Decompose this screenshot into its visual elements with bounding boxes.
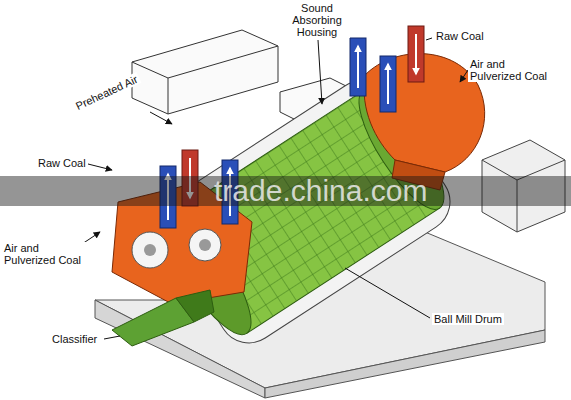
part-label: Sound Absorbing Housing: [284, 2, 350, 38]
watermark: trade.china.com: [214, 175, 427, 207]
part-label: Air and Pulverized Coal: [2, 242, 92, 266]
part-label: Preheated Air: [72, 72, 141, 113]
part-label: Ball Mill Drum: [432, 313, 504, 325]
part-label: Classifier: [50, 333, 99, 345]
part-label: Raw Coal: [434, 30, 486, 42]
part-label: Raw Coal: [36, 157, 88, 169]
part-label: Air and Pulverized Coal: [468, 58, 560, 82]
